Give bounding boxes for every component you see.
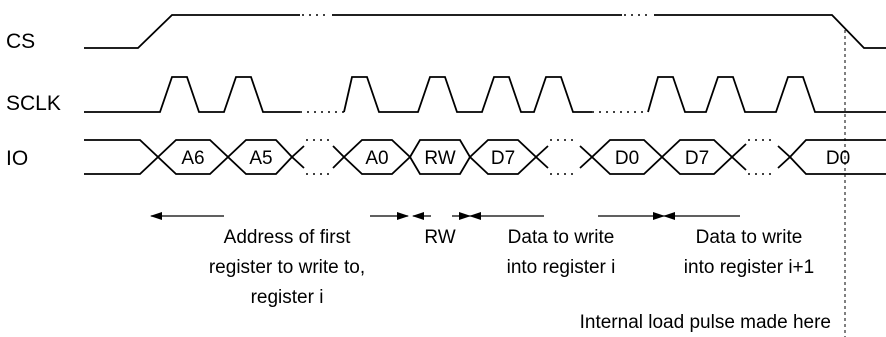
data-i-annotation-line2: into register i	[507, 257, 616, 278]
io-bit-a5: A5	[249, 148, 272, 169]
address-annotation-line2: register to write to,	[209, 257, 365, 278]
cs-signal-label: CS	[6, 30, 35, 53]
io-bit-d0-first: D0	[615, 148, 639, 169]
io-bit-a6: A6	[181, 148, 204, 169]
io-bit-d7-first: D7	[491, 148, 515, 169]
io-bit-a0: A0	[365, 148, 388, 169]
cs-waveform	[84, 14, 886, 49]
data-i1-annotation-line2: into register i+1	[684, 257, 814, 278]
io-bus-waveform	[84, 139, 886, 175]
address-annotation-line3: register i	[251, 287, 324, 308]
address-annotation-line1: Address of first	[224, 227, 351, 248]
load-pulse-annotation: Internal load pulse made here	[580, 312, 831, 333]
io-bit-d7-second: D7	[685, 148, 709, 169]
sclk-waveform	[84, 76, 886, 113]
io-bit-rw: RW	[424, 148, 455, 169]
sclk-signal-label: SCLK	[6, 92, 61, 115]
data-i1-annotation-line1: Data to write	[696, 227, 803, 248]
rw-annotation: RW	[424, 227, 455, 248]
io-bit-d0-second: D0	[826, 148, 850, 169]
io-signal-label: IO	[6, 147, 28, 170]
data-i-annotation-line1: Data to write	[508, 227, 615, 248]
